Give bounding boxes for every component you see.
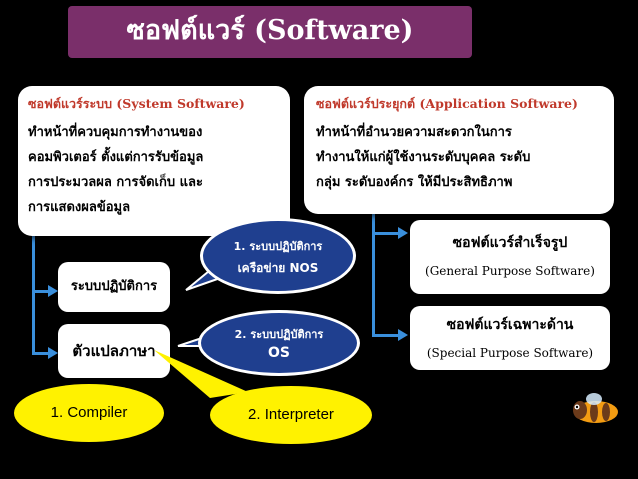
application-software-heading: ซอฟต์แวร์ประยุกต์ (Application Software) — [316, 96, 578, 111]
left-arrow-translator — [48, 347, 58, 359]
system-software-line: การประมวลผล การจัดเก็บ และ — [28, 175, 203, 190]
network-os-line2: เครือข่าย NOS — [237, 261, 319, 275]
os-bubble-line2: OS — [268, 345, 290, 361]
bee-mascot-icon — [573, 393, 618, 423]
application-software-line: กลุ่ม ระดับองค์กร ให้มีประสิทธิภาพ — [316, 175, 513, 190]
system-software-line: คอมพิวเตอร์ ตั้งแต่การรับข้อมูล — [28, 150, 204, 165]
special-purpose-software-box: ซอฟต์แวร์เฉพาะด้าน (Special Purpose Soft… — [410, 306, 610, 370]
application-software-line: ทำงานให้แก่ผู้ใช้งานระดับบุคคล ระดับ — [316, 150, 531, 165]
system-software-heading: ซอฟต์แวร์ระบบ (System Software) — [28, 96, 245, 111]
right-connector-vertical — [372, 214, 375, 336]
left-arrow-os — [48, 285, 58, 297]
application-software-description: ทำหน้าที่อำนวยความสะดวกในการ ทำงานให้แก่… — [316, 120, 602, 195]
operating-system-box: ระบบปฏิบัติการ — [58, 262, 170, 312]
right-connector-top — [372, 232, 400, 235]
interpreter-callout-tail — [154, 350, 248, 398]
application-software-card: ซอฟต์แวร์ประยุกต์ (Application Software)… — [304, 86, 614, 214]
compiler-callout: 1. Compiler — [14, 384, 164, 442]
os-bubble-line1: 2. ระบบปฏิบัติการ — [234, 328, 324, 341]
page-title: ซอฟต์แวร์ (Software) — [68, 6, 472, 58]
right-connector-bottom — [372, 334, 400, 337]
right-arrow-special — [398, 329, 408, 341]
network-os-line1: 1. ระบบปฏิบัติการ — [233, 240, 323, 253]
os-bubble: 2. ระบบปฏิบัติการ OS — [198, 310, 360, 376]
general-purpose-software-box: ซอฟต์แวร์สำเร็จรูป (General Purpose Soft… — [410, 220, 610, 294]
right-arrow-general — [398, 227, 408, 239]
system-software-line: การแสดงผลข้อมูล — [28, 200, 131, 215]
left-connector-vertical — [32, 236, 35, 354]
application-software-line: ทำหน้าที่อำนวยความสะดวกในการ — [316, 125, 512, 140]
system-software-description: ทำหน้าที่ควบคุมการทำงานของ คอมพิวเตอร์ ต… — [28, 120, 280, 220]
system-software-line: ทำหน้าที่ควบคุมการทำงานของ — [28, 125, 203, 140]
general-purpose-english: (General Purpose Software) — [425, 264, 595, 278]
system-software-card: ซอฟต์แวร์ระบบ (System Software) ทำหน้าที… — [18, 86, 290, 236]
left-connector-bottom — [32, 352, 50, 355]
special-purpose-english: (Special Purpose Software) — [426, 346, 594, 360]
interpreter-callout: 2. Interpreter — [210, 386, 372, 444]
general-purpose-thai: ซอฟต์แวร์สำเร็จรูป — [452, 235, 568, 251]
special-purpose-thai: ซอฟต์แวร์เฉพาะด้าน — [446, 317, 574, 333]
left-connector-top — [32, 290, 50, 293]
language-translator-box: ตัวแปลภาษา — [58, 324, 170, 378]
network-os-bubble: 1. ระบบปฏิบัติการ เครือข่าย NOS — [200, 218, 356, 294]
